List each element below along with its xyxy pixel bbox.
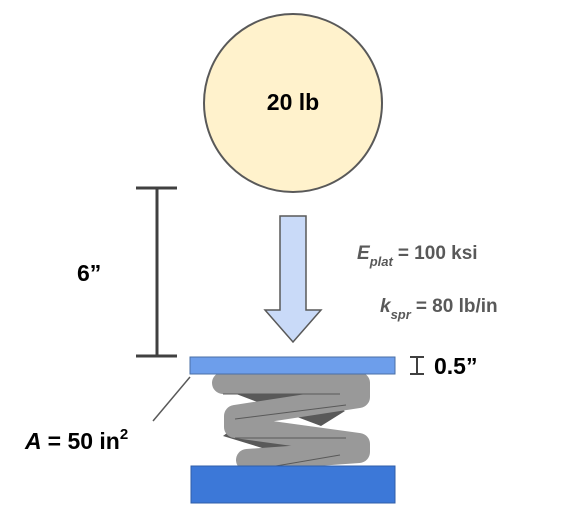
weight-label: 20 lb (267, 89, 319, 115)
drop-direction-arrow (263, 215, 323, 344)
drop-height-dimension (136, 186, 177, 358)
spring (212, 371, 370, 472)
plate-area-symbol: A (24, 428, 42, 454)
plate-modulus-subscript: plat (369, 254, 394, 269)
plate-thickness-label: 0.5” (434, 353, 477, 379)
plate-modulus-symbol: E (357, 243, 371, 264)
plate-modulus-label: Eplat = 100 ksi (357, 243, 478, 269)
plate-thickness-dimension (410, 356, 424, 375)
plate-modulus-value: = 100 ksi (398, 243, 478, 264)
area-leader-line (152, 376, 191, 422)
base-plate (190, 465, 396, 504)
spring-stiffness-subscript: spr (391, 307, 412, 322)
plate-area-label: A= 50 in2 (24, 426, 128, 454)
top-plate (189, 356, 396, 375)
spring-stiffness-symbol: k (380, 296, 392, 317)
spring-stiffness-value: = 80 lb/in (416, 296, 498, 317)
drop-height-label: 6” (77, 260, 101, 286)
falling-weight (203, 13, 383, 193)
spring-coil-front (212, 372, 370, 471)
plate-area-value: = 50 in (48, 428, 120, 454)
plate-area-superscript: 2 (120, 426, 128, 443)
spring-stiffness-label: kspr = 80 lb/in (380, 296, 498, 322)
